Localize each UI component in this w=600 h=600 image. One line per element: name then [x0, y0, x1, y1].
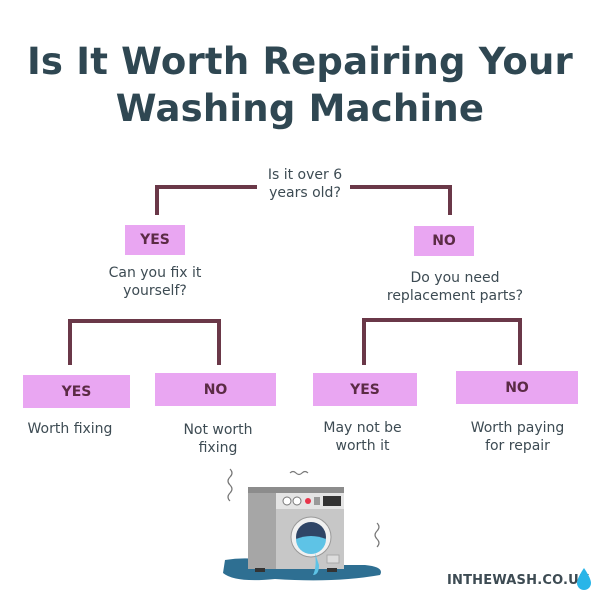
page-title: Is It Worth Repairing Your Washing Machi… — [0, 38, 600, 132]
answer-label: YES — [140, 232, 170, 248]
brand-link[interactable]: INTHEWASH.CO.UK — [447, 573, 590, 588]
connector — [448, 185, 452, 215]
result-line-1: May not be — [323, 420, 402, 436]
leaking-washing-machine-icon — [223, 468, 381, 581]
question-line-1: Can you fix it — [108, 265, 202, 281]
connector — [217, 319, 221, 365]
result-may-not-be-worth-it: May not be worth it — [305, 419, 420, 455]
connector — [518, 318, 522, 365]
answer-label: YES — [61, 383, 92, 400]
answer-box-no: NO — [456, 371, 578, 404]
answer-box-yes: YES — [125, 225, 185, 255]
answer-box-no: NO — [155, 373, 276, 406]
question-replacement-parts: Do you need replacement parts? — [375, 269, 535, 305]
answer-label: NO — [432, 233, 456, 249]
result-line-1: Worth paying — [470, 420, 565, 436]
connector — [350, 185, 452, 189]
answer-box-no: NO — [414, 226, 474, 256]
title-line-1: Is It Worth Repairing Your — [26, 40, 574, 83]
answer-label: YES — [350, 381, 380, 398]
title-line-2: Washing Machine — [115, 87, 485, 130]
result-worth-paying: Worth paying for repair — [455, 419, 580, 455]
result-not-worth-fixing: Not worth fixing — [158, 421, 278, 457]
connector — [155, 185, 257, 189]
result-line-2: fixing — [198, 440, 238, 456]
question-line-2: yourself? — [123, 283, 187, 299]
connector — [155, 185, 159, 215]
root-question: Is it over 6 years old? — [240, 166, 370, 202]
root-question-line-1: Is it over 6 — [267, 167, 343, 183]
result-line-2: worth it — [335, 438, 390, 454]
connector — [362, 318, 522, 322]
water-drop-icon — [577, 568, 591, 590]
connector — [68, 319, 72, 365]
result-line-1: Not worth — [183, 422, 253, 438]
result-worth-fixing: Worth fixing — [15, 420, 125, 438]
answer-box-yes: YES — [313, 373, 417, 406]
root-question-line-2: years old? — [269, 185, 341, 201]
connector — [68, 319, 221, 323]
result-line-2: for repair — [485, 438, 550, 454]
question-fix-yourself: Can you fix it yourself? — [90, 264, 220, 300]
answer-box-yes: YES — [23, 375, 130, 408]
connector — [362, 318, 366, 365]
answer-label: NO — [203, 381, 228, 398]
answer-label: NO — [505, 379, 529, 396]
question-line-1: Do you need — [410, 270, 500, 286]
question-line-2: replacement parts? — [386, 288, 524, 304]
result-line-1: Worth fixing — [27, 421, 113, 437]
